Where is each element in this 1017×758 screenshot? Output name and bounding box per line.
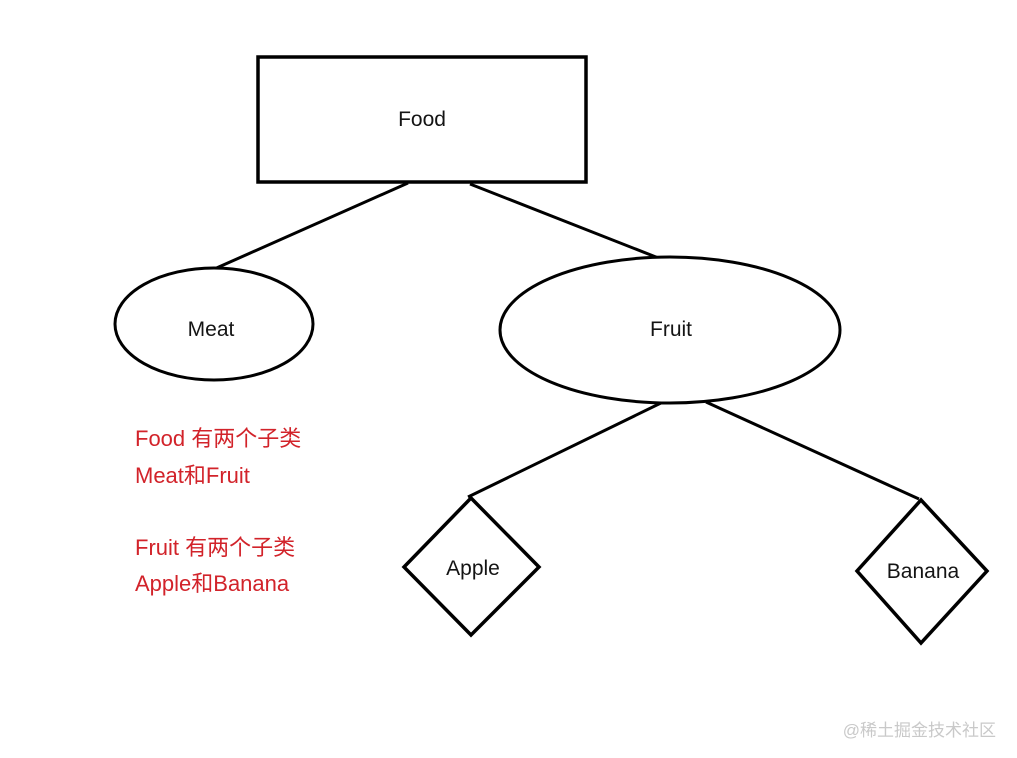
node-fruit-shape bbox=[498, 255, 842, 405]
watermark-text: @稀土掘金技术社区 bbox=[843, 721, 996, 740]
node-apple-shape bbox=[401, 495, 542, 638]
annotation-fruit-children-line2: Apple和Banana bbox=[135, 571, 290, 596]
node-banana-label: Banana bbox=[887, 560, 960, 583]
node-meat-shape bbox=[113, 266, 315, 382]
node-food-label: Food bbox=[398, 108, 446, 131]
node-food-shape bbox=[256, 55, 588, 184]
node-banana-shape bbox=[854, 497, 990, 646]
node-fruit-label: Fruit bbox=[650, 318, 692, 341]
annotation-fruit-children-line1: Fruit 有两个子类 bbox=[135, 535, 295, 560]
node-meat-label: Meat bbox=[188, 318, 235, 341]
annotation-food-children-line1: Food 有两个子类 bbox=[135, 426, 301, 451]
edge-food-meat bbox=[211, 181, 409, 272]
edge-fruit-banana bbox=[705, 400, 920, 501]
node-apple-label: Apple bbox=[446, 557, 500, 580]
edge-fruit-apple bbox=[467, 400, 664, 499]
edge-food-fruit bbox=[469, 182, 662, 261]
annotation-food-children-line2: Meat和Fruit bbox=[135, 463, 250, 488]
